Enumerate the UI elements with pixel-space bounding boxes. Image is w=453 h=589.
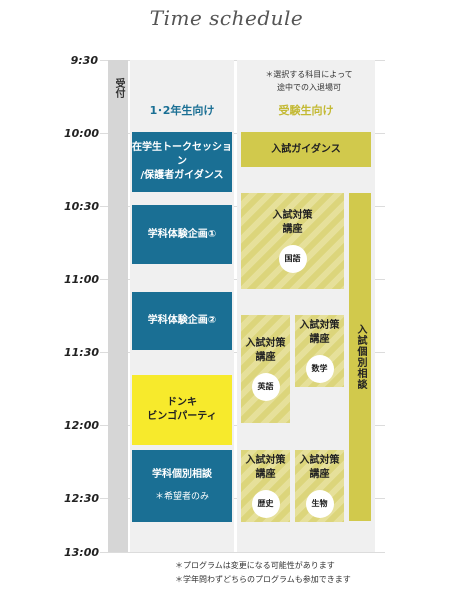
consultation-note: ＊希望者のみ: [154, 492, 209, 502]
time-label: 9:30: [70, 54, 98, 67]
exam-course-history-block: 入試対策 講座 歴史: [241, 450, 290, 522]
subject-badge-history: 歴史: [251, 490, 280, 518]
time-label: 12:30: [64, 492, 100, 505]
admission-individual-consultation-block: 入試個別相談: [349, 193, 371, 521]
footnote-program-change: ＊プログラムは変更になる可能性があります: [175, 561, 335, 570]
talk-session-block: 在学生トークセッション /保護者ガイダンス: [132, 132, 232, 192]
time-label: 10:00: [64, 127, 100, 140]
exam-course-math-block: 入試対策 講座 数学: [295, 315, 344, 387]
subject-badge-biology: 生物: [305, 490, 334, 518]
subject-badge-japanese: 国語: [278, 245, 307, 273]
exam-course-english-block: 入試対策 講座 英語: [241, 315, 290, 423]
time-label: 10:30: [64, 200, 100, 213]
time-label: 12:00: [64, 419, 100, 432]
department-consultation-block: 学科個別相談 ＊希望者のみ: [132, 450, 232, 522]
time-label: 11:00: [64, 273, 100, 286]
admission-guidance-block: 入試ガイダンス: [241, 132, 371, 167]
footnote-all-grades: ＊学年問わずどちらのプログラムも参加できます: [175, 575, 351, 584]
right-column-header: 受験生向け: [278, 104, 334, 117]
subject-badge-math: 数学: [305, 355, 334, 383]
department-experience-2-block: 学科体験企画②: [132, 292, 232, 350]
department-experience-1-block: 学科体験企画①: [132, 205, 232, 264]
time-label: 11:30: [64, 346, 100, 359]
bingo-party-block: ドンキ ビンゴパーティ: [132, 375, 232, 445]
exam-course-biology-block: 入試対策 講座 生物: [295, 450, 344, 522]
grid-line-1300: [100, 552, 385, 553]
reception-label: 受付: [113, 78, 124, 98]
reception-band: [108, 60, 128, 552]
left-column-header: 1･2年生向け: [149, 104, 215, 117]
schedule-title: Time schedule: [149, 6, 304, 30]
exam-course-japanese-block: 入試対策 講座 国語: [241, 193, 344, 289]
subject-badge-english: 英語: [251, 373, 280, 401]
time-label: 13:00: [64, 546, 100, 559]
top-note: ＊選択する科目によって 途中での入退場可: [265, 70, 353, 92]
